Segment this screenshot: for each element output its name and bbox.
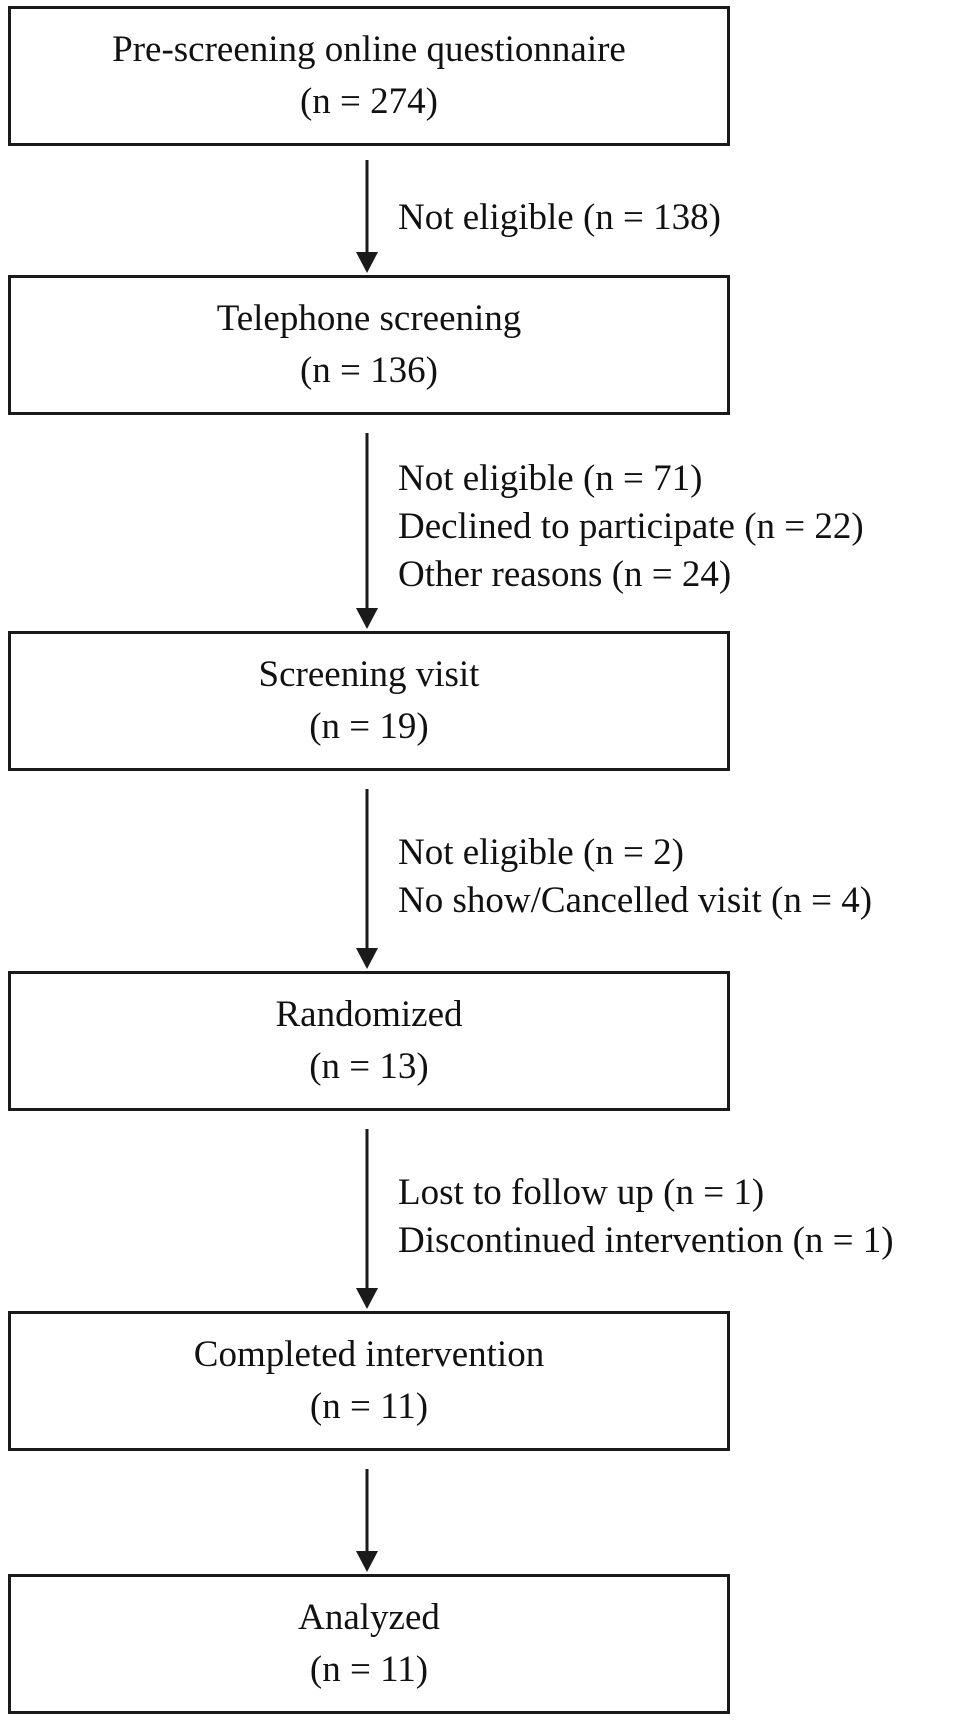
exclusion-note-3: Not eligible (n = 2) No show/Cancelled v… — [398, 829, 872, 925]
exclusion-line: No show/Cancelled visit (n = 4) — [398, 880, 873, 921]
step-title: Randomized — [275, 994, 463, 1035]
exclusion-line: Not eligible (n = 2) — [398, 832, 684, 873]
step-count: (n = 11) — [309, 1386, 429, 1427]
step-box-completed-intervention: Completed intervention (n = 11) — [8, 1311, 730, 1451]
step-title: Pre-screening online questionnaire — [112, 29, 626, 70]
step-title: Screening visit — [258, 654, 480, 695]
exclusion-line: Discontinued intervention (n = 1) — [398, 1220, 894, 1261]
exclusion-line: Declined to participate (n = 22) — [398, 506, 864, 547]
step-title: Analyzed — [298, 1597, 440, 1638]
arrow-4 — [356, 1129, 378, 1309]
step-box-analyzed: Analyzed (n = 11) — [8, 1574, 730, 1714]
step-count: (n = 136) — [299, 350, 438, 391]
exclusion-line: Not eligible (n = 138) — [398, 197, 721, 238]
arrow-2 — [356, 433, 378, 629]
step-count: (n = 19) — [309, 706, 429, 747]
step-box-screening-visit: Screening visit (n = 19) — [8, 631, 730, 771]
exclusion-line: Lost to follow up (n = 1) — [398, 1172, 765, 1213]
exclusion-note-1: Not eligible (n = 138) — [398, 194, 721, 242]
step-title: Telephone screening — [216, 298, 522, 339]
step-title: Completed intervention — [193, 1334, 545, 1375]
exclusion-note-4: Lost to follow up (n = 1) Discontinued i… — [398, 1169, 894, 1265]
step-box-randomized: Randomized (n = 13) — [8, 971, 730, 1111]
step-count: (n = 11) — [309, 1649, 429, 1690]
step-count: (n = 13) — [309, 1046, 429, 1087]
exclusion-line: Other reasons (n = 24) — [398, 554, 732, 595]
step-count: (n = 274) — [299, 81, 438, 122]
arrow-3 — [356, 789, 378, 969]
arrow-1 — [356, 160, 378, 273]
exclusion-line: Not eligible (n = 71) — [398, 458, 703, 499]
arrow-5 — [356, 1469, 378, 1572]
exclusion-note-2: Not eligible (n = 71) Declined to partic… — [398, 455, 864, 599]
step-box-telephone-screening: Telephone screening (n = 136) — [8, 275, 730, 415]
step-box-prescreening: Pre-screening online questionnaire (n = … — [8, 6, 730, 146]
